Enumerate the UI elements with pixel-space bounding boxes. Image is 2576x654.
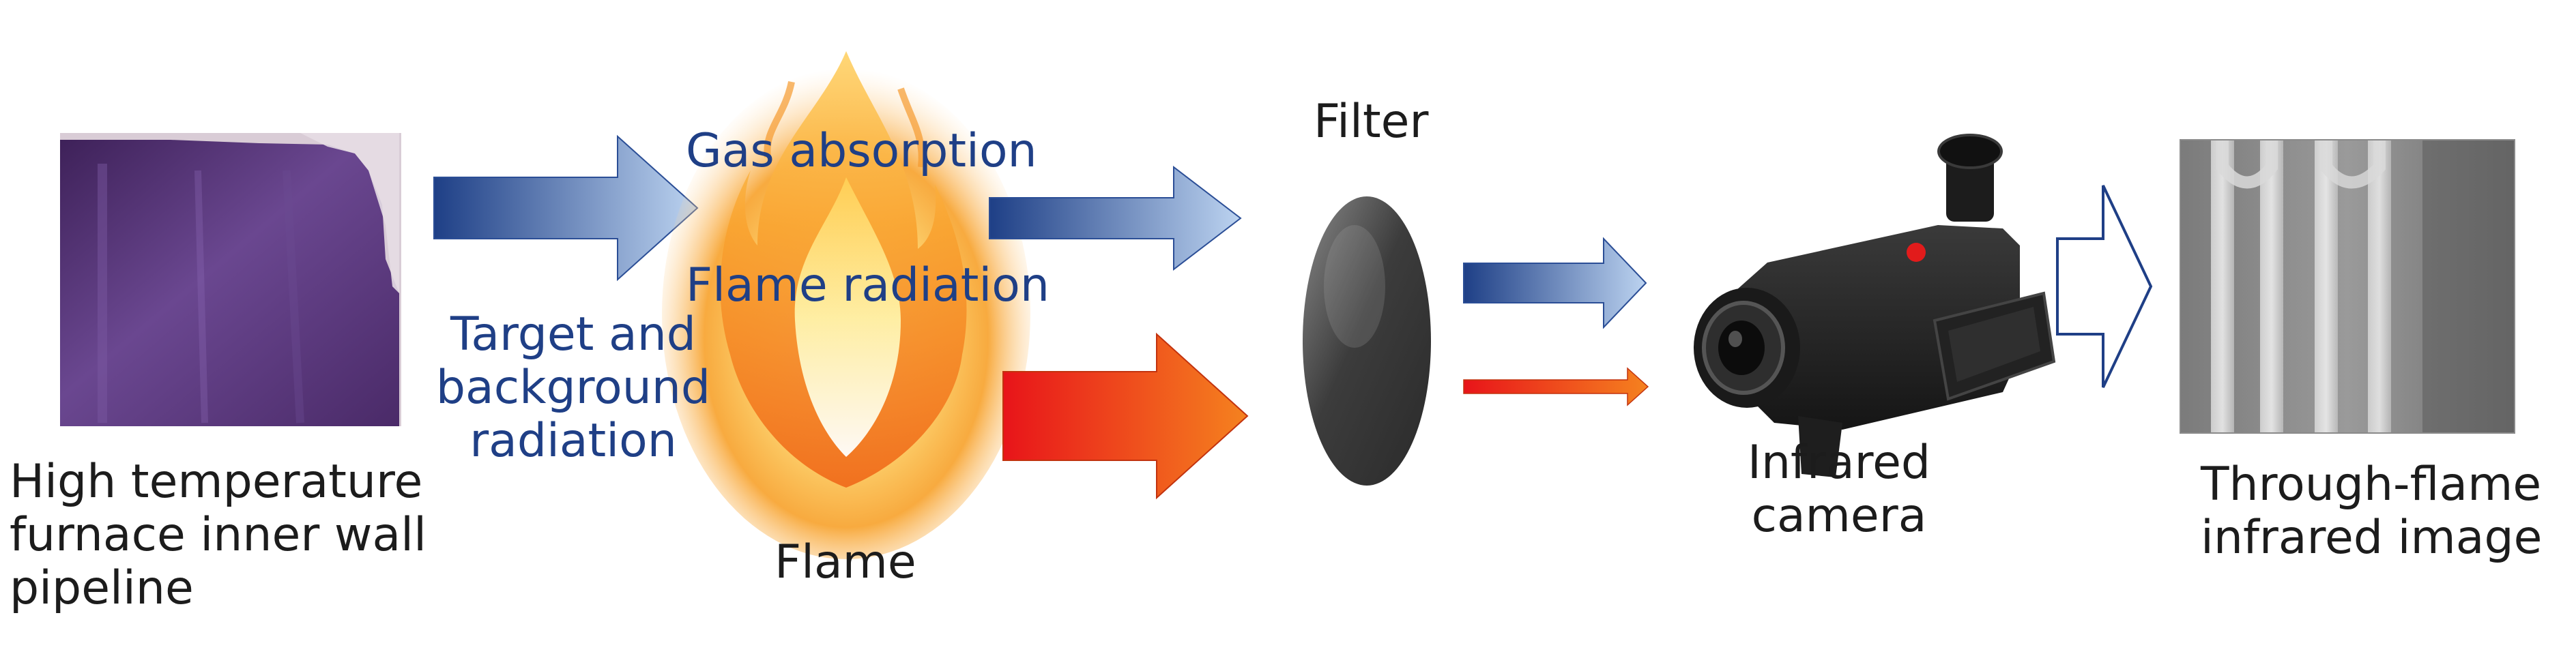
flame-label: Flame xyxy=(775,535,916,589)
target-background-line-3: radiation xyxy=(469,414,677,468)
optical-filter-disc xyxy=(1303,196,1431,486)
output-caption-line-1: Through-flame xyxy=(2201,458,2542,511)
camera-caption: Infrared camera xyxy=(1726,436,1952,543)
gas-absorption-arrow xyxy=(989,165,1242,271)
furnace-wall-photo xyxy=(60,133,401,426)
infrared-camera xyxy=(1694,134,2056,477)
camera-caption-line-1: Infrared xyxy=(1747,436,1931,490)
furnace-caption-line-1: High temperature xyxy=(10,455,423,509)
furnace-caption-line-3: pipeline xyxy=(10,561,194,615)
camera-caption-line-2: camera xyxy=(1751,489,1927,543)
infrared-image-pipes xyxy=(2180,139,2515,434)
target-background-line-1: Target and xyxy=(450,308,696,361)
target-background-label: Target and background radiation xyxy=(423,308,723,468)
target-background-line-2: background xyxy=(435,361,711,415)
output-caption: Through-flame infrared image xyxy=(2201,458,2542,565)
filter-label: Filter xyxy=(1314,95,1429,149)
filtered-background-arrow xyxy=(1463,237,1647,329)
furnace-caption: High temperature furnace inner wall pipe… xyxy=(10,456,426,615)
gas-absorption-label: Gas absorption xyxy=(686,124,1037,178)
flame-radiation-arrow xyxy=(1002,332,1249,500)
outline-arrow-icon xyxy=(2056,185,2153,388)
target-radiation-arrow xyxy=(433,134,699,282)
filtered-flame-arrow xyxy=(1463,367,1649,406)
output-caption-line-2: infrared image xyxy=(2201,511,2543,565)
flame-radiation-label: Flame radiation xyxy=(686,258,1050,312)
fire-illustration xyxy=(662,51,1030,559)
furnace-caption-line-2: furnace inner wall xyxy=(10,508,426,562)
